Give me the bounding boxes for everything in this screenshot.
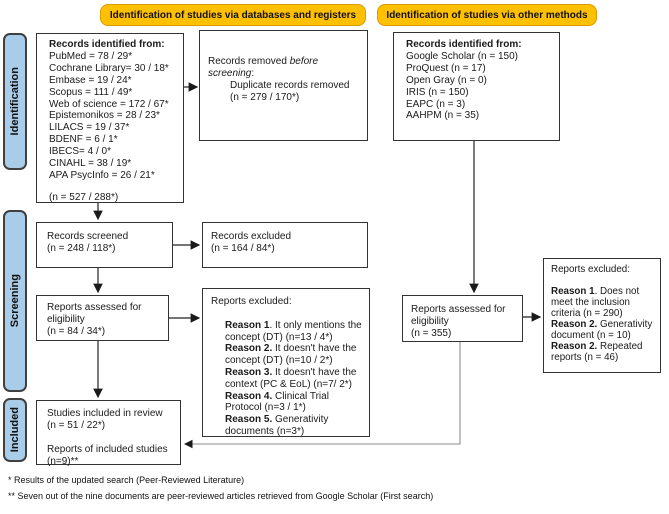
records-other-source: AAHPM (n = 35) [406, 110, 480, 122]
reason-label: Reason 2. [225, 343, 273, 355]
footnote-1: * Results of the updated search (Peer-Re… [8, 475, 245, 485]
reports-assessed-label1: Reports assessed for [47, 302, 142, 313]
records-db-source: APA PsycInfo = 26 / 21* [49, 169, 155, 181]
reason-text: Repeated reports (n = 46) [551, 341, 643, 363]
records-db-source: Epistemonikos = 28 / 23* [49, 110, 160, 122]
records-other-source: IRIS (n = 150) [406, 86, 469, 98]
records-db-total: (n = 527 / 288*) [49, 191, 119, 203]
box-records-identified-databases: Records identified from: PubMed = 78 / 2… [36, 33, 184, 203]
records-other-source: Open Gray (n = 0) [406, 74, 487, 86]
reports-assessed-other-label1: Reports assessed for [411, 304, 506, 315]
records-removed-detail: Duplicate records removed [230, 79, 350, 91]
box-records-removed: Records removed before screening: Duplic… [199, 30, 368, 141]
box-reports-assessed-other: Reports assessed for eligibility (n = 35… [402, 295, 523, 342]
box-reports-assessed: Reports assessed for eligibility (n = 84… [36, 295, 169, 341]
box-studies-included: Studies included in review (n = 51 / 22*… [36, 400, 181, 467]
reports-excluded-other-reasons: Reason 1. Does not meet the inclusion cr… [551, 286, 655, 363]
records-db-source: BDENF = 6 / 1* [49, 134, 118, 146]
excluded-other-reason-1: Reason 1. Does not meet the inclusion cr… [551, 286, 655, 319]
reports-included-label: Reports of included studies [47, 443, 168, 455]
records-other-title: Records identified from: [406, 39, 522, 50]
excluded-other-reason-3: Reason 2. Repeated reports (n = 46) [551, 341, 655, 363]
box-reports-excluded: Reports excluded: Reason 1. It only ment… [202, 288, 370, 437]
reason-label: Reason 1 [225, 319, 270, 331]
records-excluded-label: Records excluded [211, 231, 292, 242]
records-removed-count: (n = 279 / 170*) [230, 91, 300, 103]
records-screened-count: (n = 248 / 118*) [47, 242, 116, 254]
reason-label: Reason 4. [225, 390, 273, 402]
footnote-2: ** Seven out of the nine documents are p… [8, 491, 434, 501]
reports-assessed-other-label2: eligibility [411, 315, 449, 327]
reason-label: Reason 1 [551, 286, 595, 297]
excluded-reason-1: Reason 1. It only mentions the concept (… [225, 320, 364, 344]
records-removed-title: Records removed before screening: [208, 56, 332, 80]
records-db-source: Scopus = 111 / 49* [49, 86, 133, 98]
excluded-other-reason-2: Reason 2. Generativity document (n = 10) [551, 319, 655, 341]
box-records-excluded: Records excluded (n = 164 / 84*) [202, 222, 368, 268]
box-records-screened: Records screened (n = 248 / 118*) [36, 222, 173, 268]
records-db-source: LILACS = 19 / 37* [49, 122, 130, 134]
reason-label: Reason 5. [225, 414, 273, 426]
records-db-source: Embase = 19 / 24* [49, 74, 132, 86]
records-removed-italic: before screening [208, 56, 319, 79]
stage-screening-label: Screening [9, 274, 21, 328]
stage-identification-label: Identification [9, 67, 21, 136]
reports-assessed-other-count: (n = 355) [411, 327, 452, 339]
records-db-source: CINAHL = 38 / 19* [49, 158, 132, 170]
reports-excluded-other-title: Reports excluded: [551, 264, 630, 275]
studies-included-label: Studies included in review [47, 408, 163, 419]
records-db-source: Cochrane Library= 30 / 18* [49, 62, 169, 74]
header-other-label: Identification of studies via other meth… [386, 9, 588, 21]
studies-included-count: (n = 51 / 22*) [47, 419, 106, 431]
header-other-methods: Identification of studies via other meth… [377, 4, 597, 26]
reason-text: Generativity document (n = 10) [551, 319, 653, 341]
records-db-source: IBECS= 4 / 0* [49, 146, 111, 158]
reason-text: . It only mentions the concept (DT) (n=1… [225, 319, 362, 343]
stage-included: Included [3, 398, 27, 462]
reports-assessed-count: (n = 84 / 34*) [47, 325, 106, 337]
records-other-source: ProQuest (n = 17) [406, 62, 486, 74]
records-screened-label: Records screened [47, 231, 129, 242]
reports-assessed-label2: eligibility [47, 313, 85, 325]
stage-screening: Screening [3, 210, 27, 392]
header-databases-label: Identification of studies via databases … [109, 9, 357, 21]
stage-identification: Identification [3, 33, 27, 170]
reason-label: Reason 2. [551, 319, 598, 330]
records-db-source: Web of science = 172 / 67* [49, 98, 169, 110]
reason-text: . Does not meet the inclusion criteria (… [551, 286, 640, 319]
box-reports-excluded-other: Reports excluded: Reason 1. Does not mee… [543, 258, 661, 373]
records-db-source: PubMed = 78 / 29* [49, 50, 133, 62]
records-removed-post: : [251, 67, 255, 79]
reports-excluded-reasons: Reason 1. It only mentions the concept (… [211, 320, 364, 438]
records-db-title: Records identified from: [49, 39, 165, 50]
header-databases-registers: Identification of studies via databases … [100, 4, 366, 26]
records-other-source: EAPC (n = 3) [406, 98, 466, 110]
excluded-reason-3: Reason 3. It doesn't have the context (P… [225, 367, 364, 391]
reports-included-count: (n=9)** [47, 455, 79, 467]
records-other-source: Google Scholar (n = 150) [406, 50, 519, 62]
records-removed-pre: Records removed [208, 56, 290, 67]
excluded-reason-2: Reason 2. It doesn't have the concept (D… [225, 343, 364, 367]
reports-excluded-title: Reports excluded: [211, 296, 292, 307]
records-excluded-count: (n = 164 / 84*) [211, 242, 275, 254]
reason-label: Reason 2. [551, 341, 598, 352]
stage-included-label: Included [9, 407, 21, 453]
box-records-identified-other: Records identified from: Google Scholar … [393, 32, 560, 141]
reason-label: Reason 3. [225, 366, 273, 378]
excluded-reason-5: Reason 5. Generativity documents (n=3*) [225, 414, 364, 438]
excluded-reason-4: Reason 4. Clinical Trial Protocol (n=3 /… [225, 391, 364, 415]
